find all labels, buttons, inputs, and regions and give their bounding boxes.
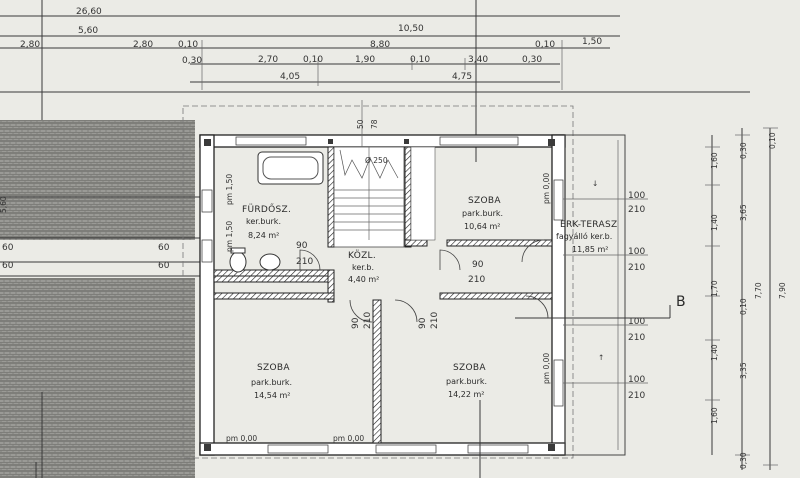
dim-2-80-a: 2,80 bbox=[20, 40, 40, 50]
window-pm-150-b: pm 1,50 bbox=[225, 221, 234, 252]
staircase bbox=[333, 100, 405, 248]
stair-label-78: 78 bbox=[370, 119, 379, 129]
door-h210-c: 210 bbox=[363, 312, 373, 329]
door-h210-b: 210 bbox=[468, 275, 485, 285]
dim-4-05: 4,05 bbox=[280, 72, 300, 82]
room-terasz-floor: fagyálló ker.b. bbox=[556, 231, 612, 241]
door-h210-g: 210 bbox=[628, 333, 645, 343]
room-terasz-area: 11,85 m² bbox=[572, 245, 608, 254]
left-dim-60-a: 60 bbox=[2, 243, 14, 253]
right-dimension-lines bbox=[705, 127, 778, 470]
window-pm-000-bottom-b: pm 0,00 bbox=[333, 434, 364, 443]
dim-2-80-b: 2,80 bbox=[133, 40, 153, 50]
rdim-0-10: 0,10 bbox=[739, 298, 748, 315]
rdim-1-60-b: 1,60 bbox=[710, 407, 719, 424]
room-terasz-name: ERK-TERASZ bbox=[560, 220, 617, 230]
room-kozl-area: 4,40 m² bbox=[348, 275, 379, 284]
toilet bbox=[229, 247, 247, 273]
window-pm-150-a: pm 1,50 bbox=[225, 174, 234, 205]
left-dim-60-b: 60 bbox=[2, 261, 14, 271]
bathtub bbox=[257, 151, 324, 185]
room-szoba-sw-area: 14,54 m² bbox=[254, 391, 290, 400]
dim-4-75: 4,75 bbox=[452, 72, 472, 82]
dim-0-10-d: 0,10 bbox=[410, 55, 430, 65]
dim-1-50: 1,50 bbox=[582, 37, 602, 47]
room-kozl-floor: ker.b. bbox=[352, 263, 374, 272]
door-w90-a: 90 bbox=[296, 241, 308, 251]
left-dim-5-60: 5,60 bbox=[0, 196, 8, 213]
roof-outline bbox=[182, 105, 574, 459]
left-dim-60-d: 60 bbox=[158, 261, 170, 271]
rdim-3-65: 3,65 bbox=[739, 204, 748, 221]
doors bbox=[299, 239, 549, 323]
room-szoba-ne-area: 10,64 m² bbox=[464, 222, 500, 231]
door-h210-e: 210 bbox=[628, 205, 645, 215]
terrace-outline bbox=[564, 134, 626, 456]
rdim-7-90: 7,90 bbox=[778, 282, 787, 299]
room-szoba-se-floor: park.burk. bbox=[446, 377, 487, 386]
dim-2-70: 2,70 bbox=[258, 55, 278, 65]
door-h210-d: 210 bbox=[430, 312, 440, 329]
left-dim-60-c: 60 bbox=[158, 243, 170, 253]
rdim-1-70: 1,70 bbox=[710, 280, 719, 297]
door-w100-d: 100 bbox=[628, 375, 645, 385]
dim-0-10-a: 0,10 bbox=[178, 40, 198, 50]
svg-text:↓: ↓ bbox=[592, 179, 598, 188]
dim-0-10-c: 0,10 bbox=[303, 55, 323, 65]
window-pm-000-bottom-a: pm 0,00 bbox=[226, 434, 257, 443]
dim-0-30-a: 0,30 bbox=[182, 56, 202, 66]
room-kozl-name: KÖZL. bbox=[348, 250, 376, 261]
room-szoba-sw-floor: park.burk. bbox=[251, 378, 292, 387]
rdim-1-40-a: 1,40 bbox=[710, 214, 719, 231]
door-h210-h: 210 bbox=[628, 391, 645, 401]
dim-3-40: 3,40 bbox=[468, 55, 488, 65]
roof-tiles bbox=[0, 120, 200, 478]
rdim-0-10-top: 0,10 bbox=[768, 132, 777, 149]
room-szoba-se-name: SZOBA bbox=[453, 363, 486, 373]
rdim-0-30-a: 0,30 bbox=[739, 142, 748, 159]
door-w90-d: 90 bbox=[418, 317, 428, 329]
door-h210-f: 210 bbox=[628, 263, 645, 273]
window-pm-000-se: pm 0,00 bbox=[542, 353, 551, 384]
rdim-1-60-a: 1,60 bbox=[710, 152, 719, 169]
room-szoba-se-area: 14,22 m² bbox=[448, 390, 484, 399]
room-szoba-ne-floor: park.burk. bbox=[462, 209, 503, 218]
door-w100-b: 100 bbox=[628, 247, 645, 257]
dim-10-50: 10,50 bbox=[398, 24, 424, 34]
room-furdo-area: 8,24 m² bbox=[248, 231, 279, 240]
door-w90-c: 90 bbox=[351, 317, 361, 329]
top-dimension-lines bbox=[0, 15, 750, 93]
rdim-0-30-b: 0,30 bbox=[739, 452, 748, 469]
room-szoba-ne-name: SZOBA bbox=[468, 196, 501, 206]
dim-0-10-b: 0,10 bbox=[535, 40, 555, 50]
svg-text:↑: ↑ bbox=[598, 353, 604, 362]
door-h210-a: 210 bbox=[296, 257, 313, 267]
door-w100-c: 100 bbox=[628, 317, 645, 327]
section-mark-b: B bbox=[676, 294, 686, 310]
dim-1-90: 1,90 bbox=[355, 55, 375, 65]
door-w100-a: 100 bbox=[628, 191, 645, 201]
dim-0-30-b: 0,30 bbox=[522, 55, 542, 65]
rdim-7-70: 7,70 bbox=[754, 282, 763, 299]
dim-26-60: 26,60 bbox=[76, 7, 102, 17]
window-pm-000-ne: pm 0,00 bbox=[542, 173, 551, 204]
sink bbox=[259, 253, 281, 271]
rdim-3-35: 3,35 bbox=[739, 362, 748, 379]
room-furdo-name: FÜRDŐSZ. bbox=[242, 204, 291, 215]
stair-label-250: Ø 250 bbox=[365, 156, 388, 165]
dim-5-60: 5,60 bbox=[78, 26, 98, 36]
room-furdo-floor: ker.burk. bbox=[246, 217, 281, 226]
room-szoba-sw-name: SZOBA bbox=[257, 363, 290, 373]
door-w90-b: 90 bbox=[472, 260, 484, 270]
dim-8-80: 8,80 bbox=[370, 40, 390, 50]
stair-label-50: 50 bbox=[356, 119, 365, 129]
rdim-1-40-b: 1,40 bbox=[710, 344, 719, 361]
